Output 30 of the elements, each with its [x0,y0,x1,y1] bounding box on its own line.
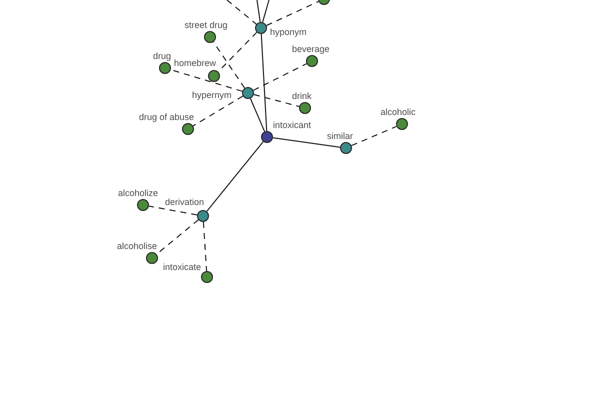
dashed-connector [266,1,319,26]
node-label: similar [327,131,353,141]
connector-line [250,98,266,132]
dashed-connector [212,42,246,88]
dashed-connector [253,94,300,107]
connector-line [206,141,264,212]
node-label: drug of abuse [139,112,194,122]
node-label: homebrew [174,58,216,68]
dashed-connector [192,96,244,126]
dashed-connector [252,63,308,91]
node-label: hypernym [192,90,232,100]
node-label: derivation [165,197,204,207]
node-label: intoxicant [273,120,312,130]
node-label: alcoholise [117,241,158,251]
dashed-connector [202,222,208,272]
node-label: street drug [184,20,228,30]
connector-line [256,0,261,23]
node-label: drink [292,91,312,101]
node-label: alcoholic [380,107,416,117]
connector-line [272,137,341,148]
node-label: intoxicate [163,262,202,272]
dashed-connector [351,126,397,146]
node-label: alcoholize [118,188,158,198]
connector-line [260,34,268,132]
node-label: hyponym [270,27,307,37]
node-label: beverage [292,44,330,54]
connector-line [262,0,270,23]
dashed-connector [226,0,257,25]
dashed-connector [148,206,198,216]
node-label: drug [153,51,172,61]
